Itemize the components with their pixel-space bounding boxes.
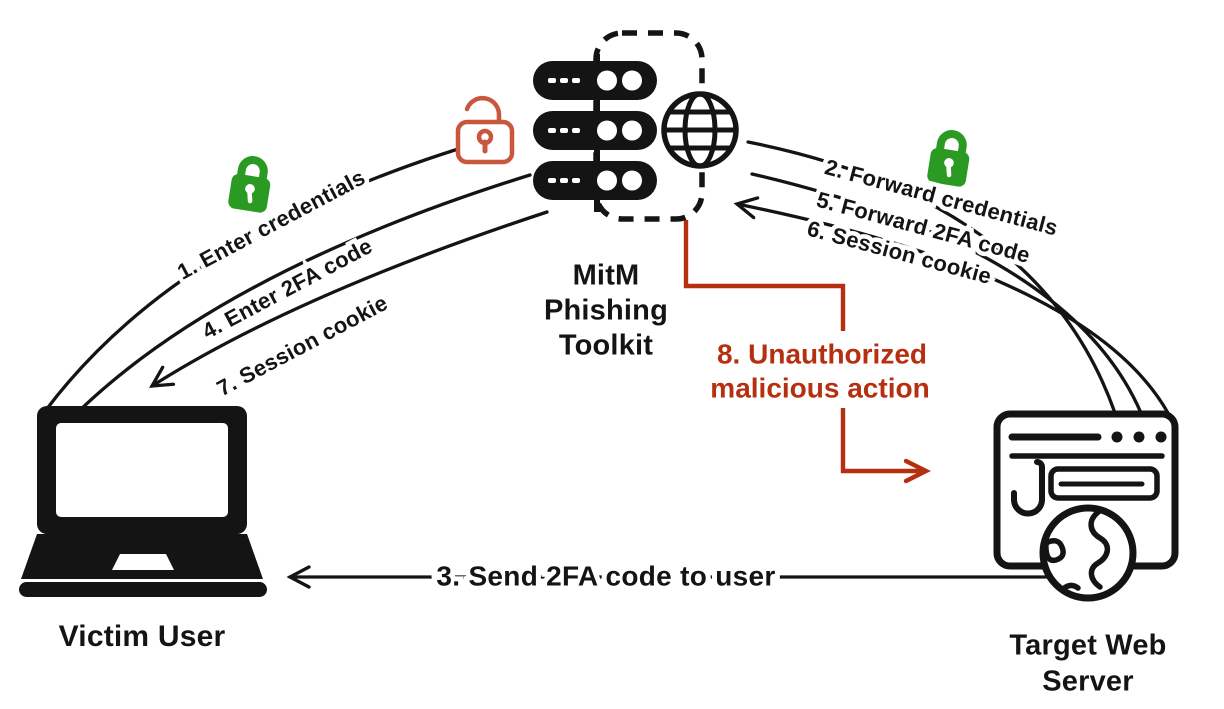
step-label-3: 3. Send 2FA code to user [436, 560, 775, 591]
browser-menu-dots-icon [1111, 431, 1167, 443]
flow-arrow-session-cookie-to-toolkit [733, 196, 1170, 415]
server-unit-2 [533, 111, 657, 150]
server-stack-icon [533, 54, 657, 212]
attack-label-line-1: 8. Unauthorized [717, 338, 927, 369]
toolkit-label-line-3: Toolkit [559, 330, 653, 362]
toolkit-label: MitM Phishing Toolkit [544, 260, 668, 362]
secure-lock-icon-right [927, 130, 970, 187]
toolkit-label-line-1: MitM [573, 260, 640, 292]
phishing-hook-icon [1011, 459, 1045, 517]
mitm-toolkit-icon [533, 30, 739, 222]
proxy-globe-icon [661, 91, 739, 169]
victim-toolkit-flow-lines [44, 133, 549, 414]
server-unit-3 [533, 161, 657, 200]
attack-path-lower-arrow [840, 408, 931, 484]
unlocked-padlock-icon [455, 95, 515, 165]
target-server-icon [993, 410, 1179, 602]
attack-label: 8. Unauthorized malicious action [706, 334, 933, 407]
server-label-line-2: Server [1042, 666, 1134, 698]
credential-field-icon [1048, 466, 1160, 501]
earth-globe-icon [1039, 504, 1137, 602]
server-label: Target Web Server [1009, 630, 1166, 698]
flow-line-enter-2fa-code [76, 173, 532, 414]
flow-line-forward-credentials [746, 140, 1117, 415]
attack-label-line-2: malicious action [710, 372, 929, 403]
secure-lock-icon-left [228, 156, 271, 213]
victim-laptop-icon [19, 406, 267, 597]
server-unit-1 [533, 61, 657, 100]
flow-line-enter-credentials [44, 133, 507, 412]
attack-path-upper-segment [683, 220, 846, 331]
flow-line-forward-2fa-code [750, 172, 1143, 415]
toolkit-server-flow-lines [733, 140, 1170, 415]
attack-path [683, 220, 931, 484]
flow-arrow-session-cookie-to-victim [149, 210, 549, 388]
toolkit-label-line-2: Phishing [544, 295, 668, 327]
server-label-line-1: Target Web [1009, 630, 1166, 662]
victim-label: Victim User [59, 620, 226, 653]
